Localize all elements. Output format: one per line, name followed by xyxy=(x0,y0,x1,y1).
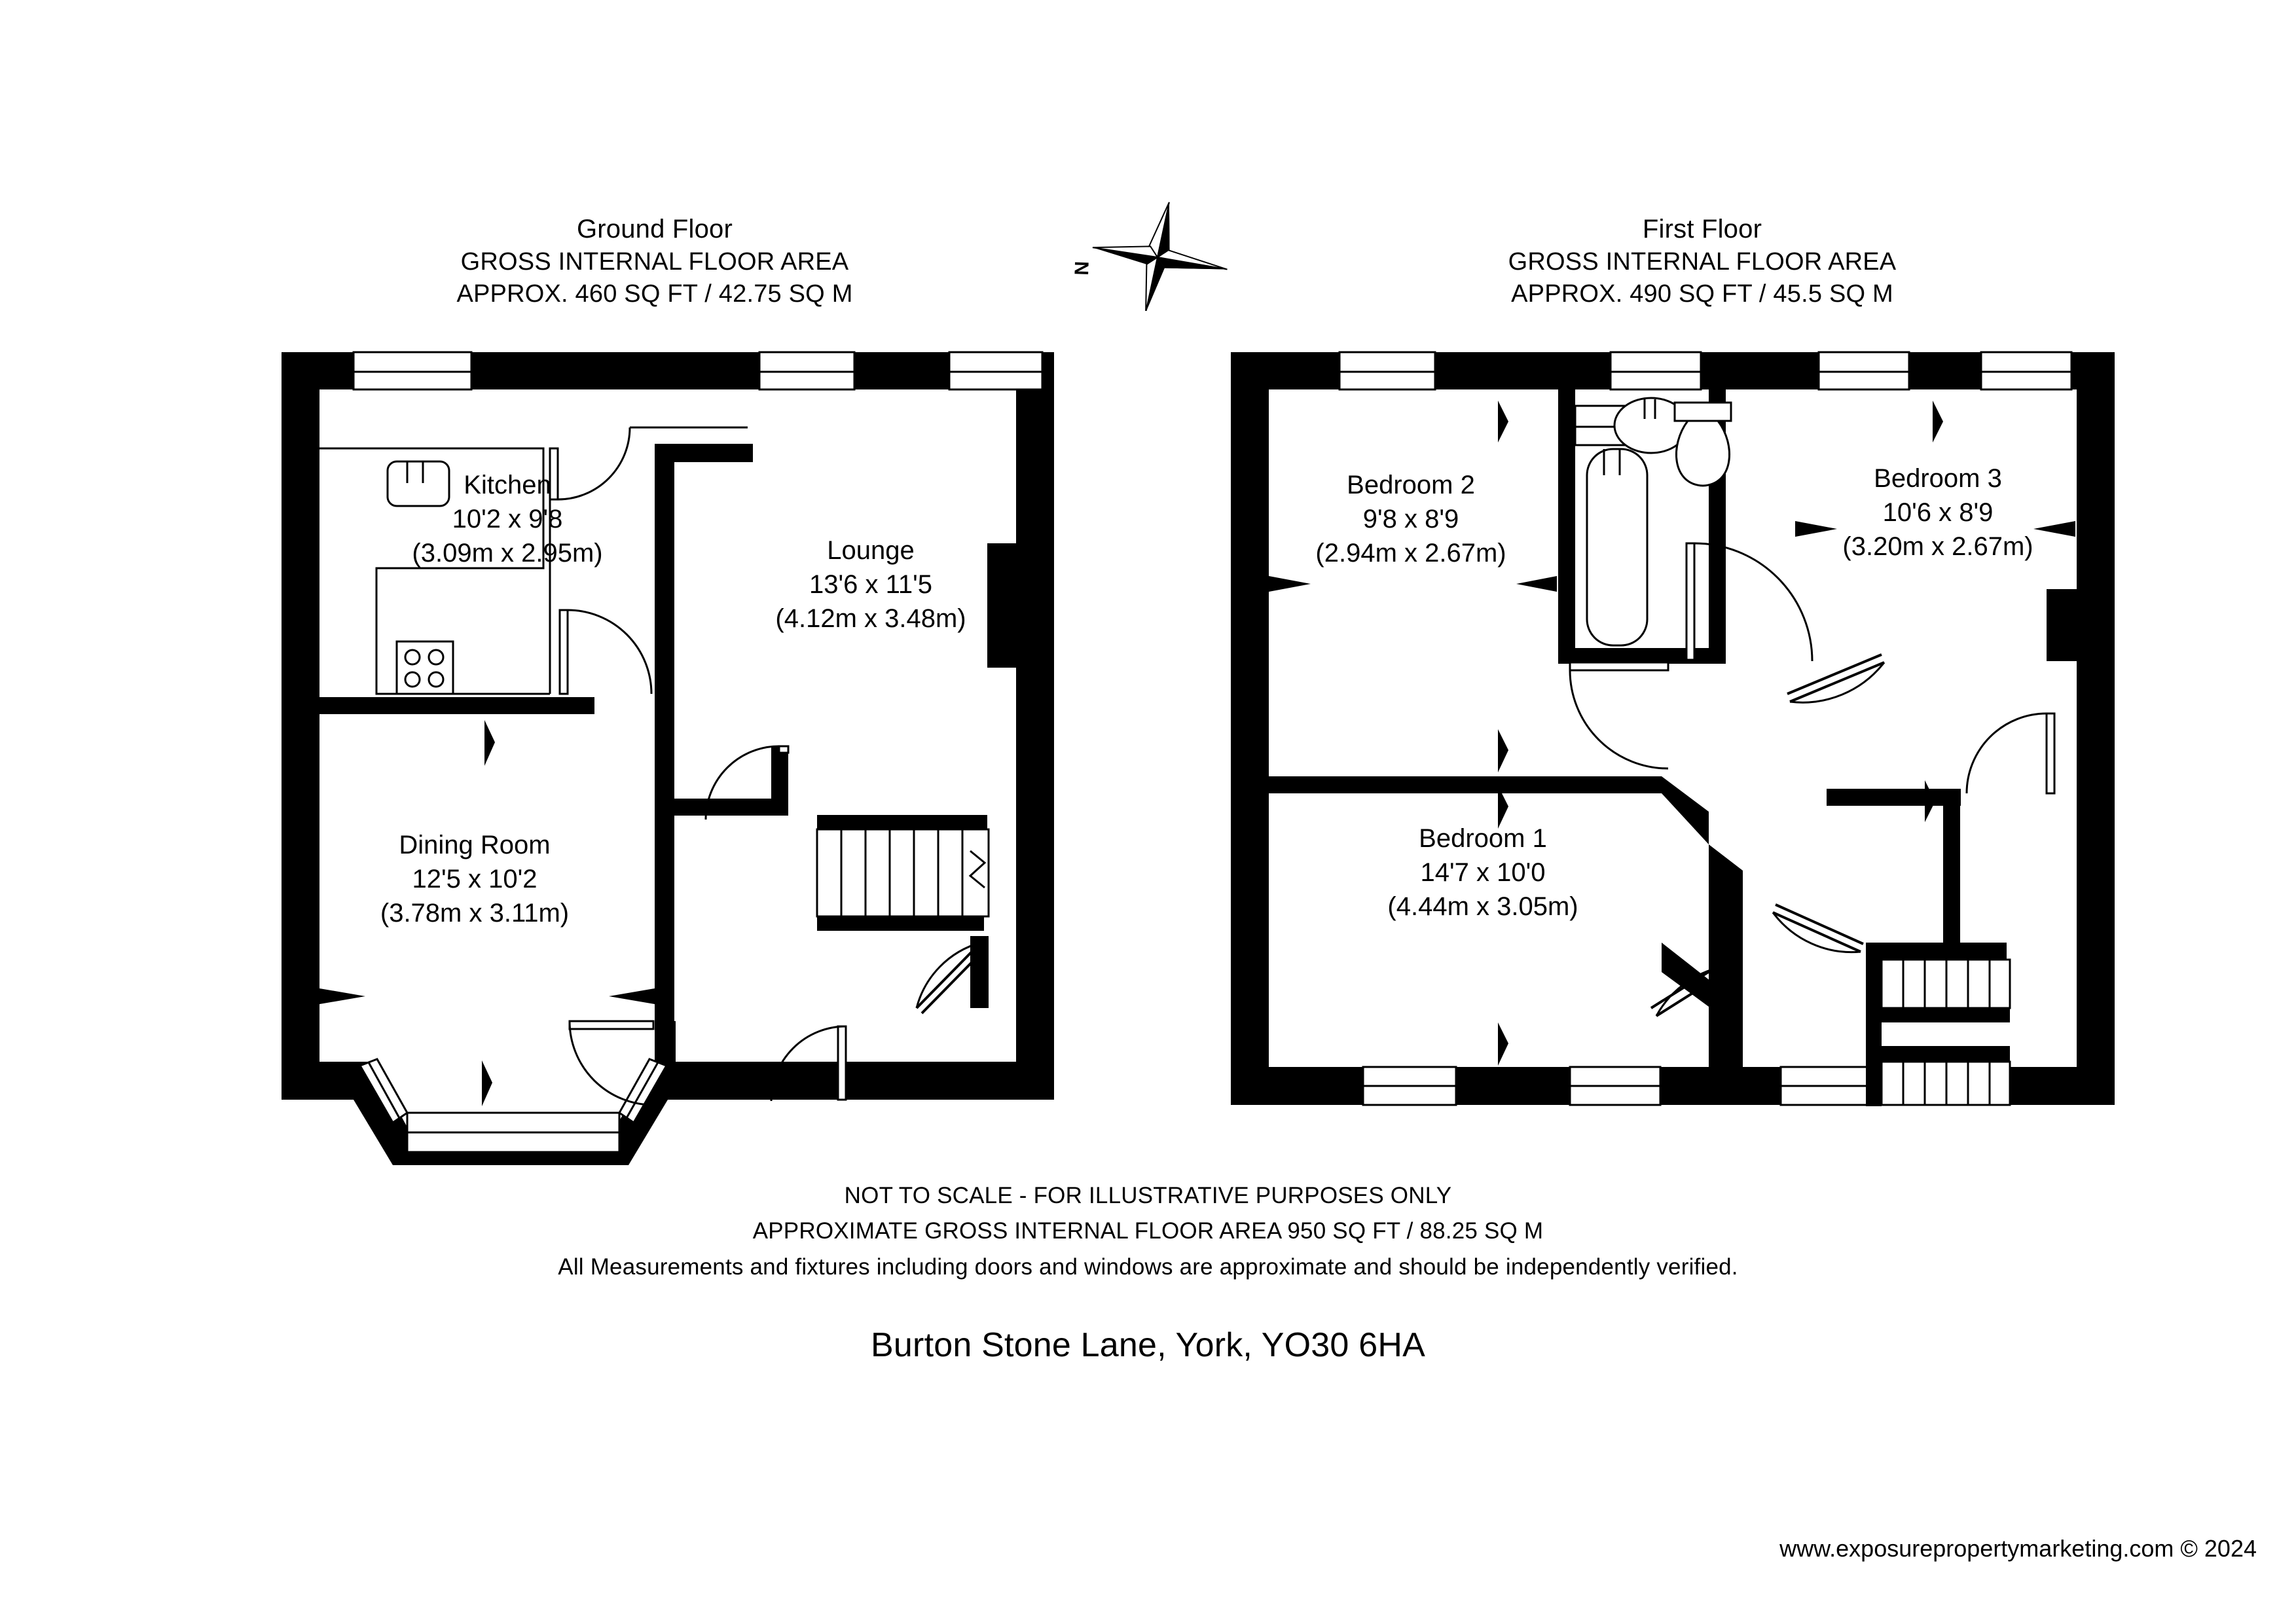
page-title: Burton Stone Lane, York, YO30 6HA xyxy=(871,1326,1425,1364)
ground-floor-header: Ground Floor GROSS INTERNAL FLOOR AREA A… xyxy=(380,213,930,310)
staircase-icon xyxy=(816,828,990,918)
first-floor-area-caption: GROSS INTERNAL FLOOR AREA xyxy=(1508,248,1897,276)
compass-rose-icon: N xyxy=(1066,200,1236,311)
kitchen-worktop-icon xyxy=(319,447,551,695)
compass-north-label: N xyxy=(1071,261,1093,276)
ground-floor-doors xyxy=(549,426,987,1106)
ground-floor-plan xyxy=(282,351,1054,1165)
disclaimer-block: NOT TO SCALE - FOR ILLUSTRATIVE PURPOSES… xyxy=(0,1178,2296,1285)
first-floor-plan xyxy=(1231,351,2115,1106)
ground-internal-walls xyxy=(319,444,989,1062)
first-internal-walls xyxy=(1269,389,2010,1106)
ground-floor-area-caption: GROSS INTERNAL FLOOR AREA xyxy=(460,248,849,276)
ground-floor-title: Ground Floor xyxy=(576,215,733,244)
disclaimer-line-2: APPROXIMATE GROSS INTERNAL FLOOR AREA 95… xyxy=(752,1218,1544,1244)
sink-icon xyxy=(386,460,450,507)
ground-chimney-recess xyxy=(987,543,1017,668)
first-floor-doors xyxy=(1569,542,2056,1017)
first-floor-windows xyxy=(1338,351,2073,1106)
ground-floor-area-value: APPROX. 460 SQ FT / 42.75 SQ M xyxy=(456,280,853,308)
first-dimension-arrows xyxy=(1269,401,2075,1094)
ground-floor-windows xyxy=(352,351,1044,391)
ground-exterior-walls xyxy=(282,352,1054,1165)
first-wall-recess xyxy=(2047,589,2077,661)
disclaimer-line-3: All Measurements and fixtures including … xyxy=(558,1254,1738,1280)
first-floor-area-value: APPROX. 490 SQ FT / 45.5 SQ M xyxy=(1511,280,1893,308)
first-floor-title: First Floor xyxy=(1642,215,1762,244)
disclaimer-line-1: NOT TO SCALE - FOR ILLUSTRATIVE PURPOSES… xyxy=(844,1183,1452,1208)
site-credit: www.exposurepropertymarketing.com © 2024 xyxy=(1779,1535,2257,1562)
hob-icon xyxy=(395,640,454,695)
first-floor-header: First Floor GROSS INTERNAL FLOOR AREA AP… xyxy=(1427,213,1977,310)
toilet-icon xyxy=(1673,401,1732,487)
bay-window-icon xyxy=(358,1058,668,1153)
staircase-icon xyxy=(1880,958,2011,1106)
ground-dimension-arrows xyxy=(319,720,655,1106)
